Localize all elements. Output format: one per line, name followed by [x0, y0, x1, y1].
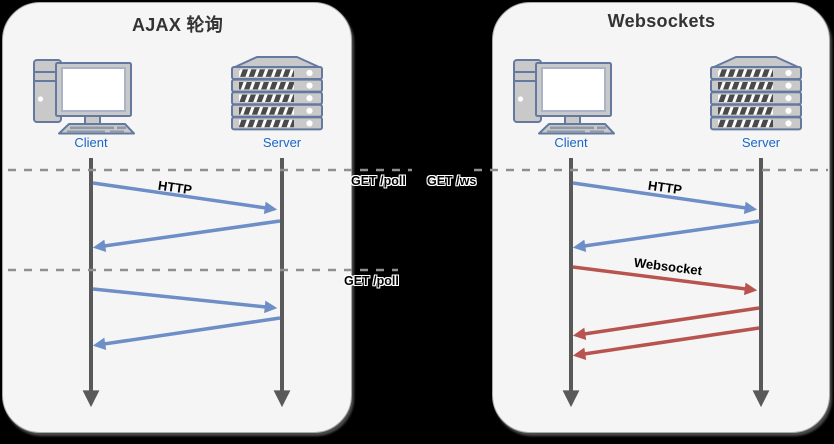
server-rack-icon: [710, 55, 802, 136]
poll-annotation-get-ws: GET /ws: [427, 174, 477, 188]
http-request-arrow: [92, 181, 278, 215]
client-computer-icon: [512, 57, 616, 140]
client-computer-icon: [32, 57, 136, 140]
actor-label-client: Client: [554, 135, 588, 150]
http-request-arrow: [572, 181, 758, 215]
panel-title-ajax: AJAX 轮询: [131, 15, 224, 35]
http-response-arrow: [572, 219, 761, 253]
websocket-push-arrow: [572, 306, 760, 341]
websocket-upgrade-arrow: [572, 265, 758, 296]
panel-title-websockets: Websockets: [607, 11, 716, 31]
actor-label-server: Server: [262, 135, 302, 150]
http-request-arrow: [92, 287, 278, 314]
websocket-push-arrow: [572, 326, 760, 361]
server-rack-icon: [231, 55, 323, 136]
http-response-arrow: [92, 219, 281, 253]
actor-label-client: Client: [74, 135, 108, 150]
actor-label-server: Server: [741, 135, 781, 150]
poll-annotation-get-poll: GET /poll: [351, 174, 406, 188]
http-response-arrow: [92, 316, 281, 351]
poll-annotation-get-poll: GET /poll: [344, 274, 399, 288]
